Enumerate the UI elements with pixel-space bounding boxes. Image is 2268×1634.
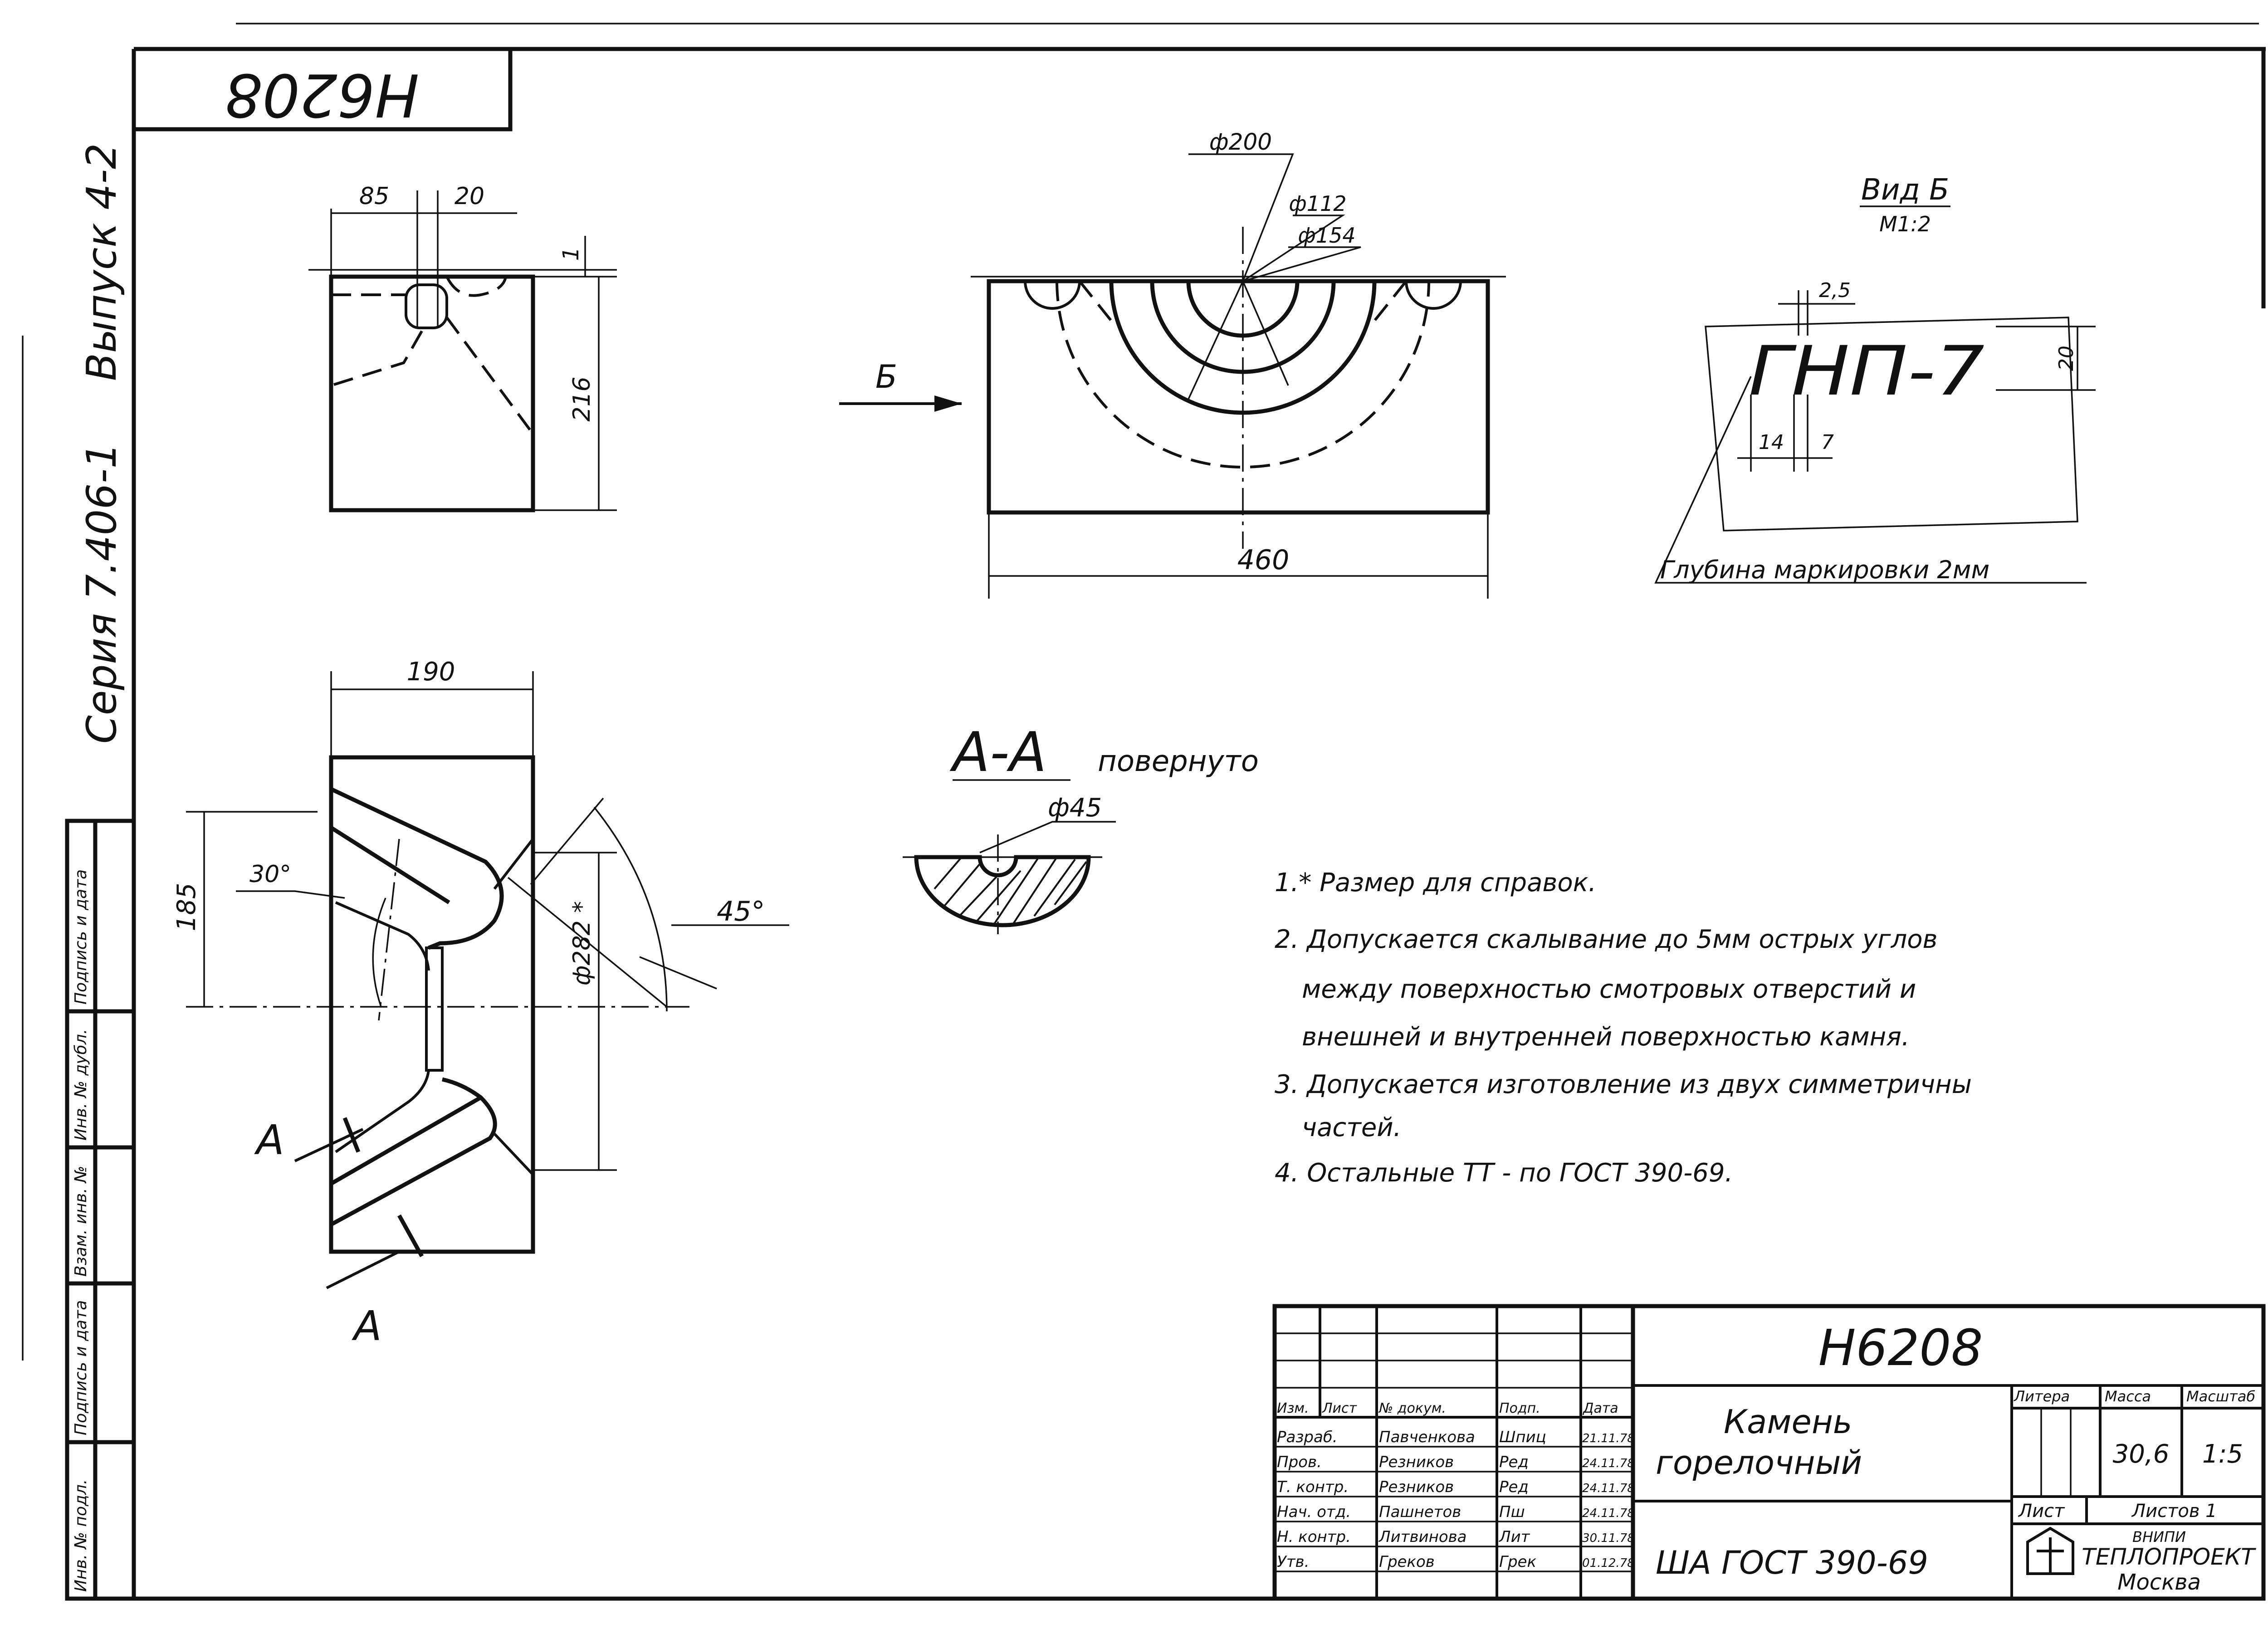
row-sign: Шпиц [1499, 1428, 1546, 1446]
row-sign: Грек [1499, 1553, 1536, 1571]
col-sign: Подп. [1499, 1400, 1540, 1416]
row-sign: Пш [1499, 1503, 1525, 1521]
col-date: Дата [1582, 1400, 1618, 1416]
dim-185: 185 [172, 883, 201, 932]
stamp-cell-1: Инв. № подл. [72, 1479, 90, 1592]
stamp-cell-5: Подпись и дата [72, 869, 90, 1005]
row-date: 24.11.78 [1582, 1482, 1635, 1495]
note-3b: частей. [1302, 1113, 1401, 1142]
row-sign: Лит [1498, 1528, 1530, 1546]
note-2b: между поверхностью смотровых отверстий и [1302, 975, 1916, 1004]
header-scale: Масштаб [2186, 1388, 2255, 1405]
dim-phi200: ф200 [1209, 129, 1272, 155]
row-name: Резников [1379, 1453, 1454, 1471]
dim-phi112: ф112 [1289, 191, 1346, 216]
side-view: 85 20 1 216 [308, 183, 617, 512]
title-block: Н6208 Камень горелочный ША ГОСТ 390-69 Л… [1272, 1304, 2266, 1601]
row-sign: Ред [1499, 1453, 1529, 1471]
note-2c: внешней и внутренней поверхностью камня. [1302, 1022, 1910, 1052]
row-date: 24.11.78 [1582, 1457, 1635, 1470]
row-name: Резников [1379, 1478, 1454, 1496]
col-list: Лист [1322, 1400, 1358, 1416]
note-2: 2. Допускается скалывание до 5мм острых … [1275, 925, 1938, 954]
sheets-label: Листов 1 [2131, 1501, 2217, 1522]
row-name: Павченкова [1379, 1428, 1475, 1446]
notes: 1.* Размер для справок. 2. Допускается с… [1275, 868, 1972, 1188]
dim-216: 216 [568, 376, 596, 421]
marking-view-title: Вид Б [1861, 173, 1949, 207]
section-mark-a-top: А [254, 1117, 284, 1164]
header-literal: Литера [2014, 1388, 2070, 1405]
note-4: 4. Остальные ТТ - по ГОСТ 390-69. [1275, 1158, 1733, 1188]
row-date: 24.11.78 [1582, 1507, 1635, 1520]
org-logo [2026, 1527, 2074, 1575]
angle-30: 30° [249, 861, 291, 888]
note-1: 1.* Размер для справок. [1275, 868, 1596, 897]
section-subtitle: повернуто [1098, 745, 1259, 778]
row-date: 30.11.78 [1582, 1532, 1635, 1545]
drawing-number-box: Н6208 [134, 49, 513, 132]
dim-phi154: ф154 [1298, 223, 1355, 248]
section-title: А-А [949, 721, 1046, 784]
sheet-label: Лист [2018, 1501, 2065, 1522]
plan-view: 190 185 ф282 * 30° 45° А А [172, 657, 789, 1350]
row-date: 21.11.78 [1582, 1432, 1635, 1445]
row-sign: Ред [1499, 1478, 1529, 1496]
product-name-line1: Камень [1724, 1403, 1852, 1441]
dim-phi45: ф45 [1048, 793, 1102, 823]
col-doc: № докум. [1378, 1400, 1446, 1416]
row-role: Т. контр. [1277, 1478, 1349, 1496]
row-role: Разраб. [1277, 1428, 1338, 1446]
dim-14: 14 [1759, 431, 1784, 454]
product-name-line2: горелочный [1656, 1444, 1862, 1482]
dim-1: 1 [558, 247, 584, 261]
row-role: Нач. отд. [1277, 1503, 1351, 1521]
title-block-number: Н6208 [1818, 1319, 1983, 1377]
dim-20-height: 20 [2055, 346, 2078, 371]
section-mark-a-bottom: А [352, 1302, 382, 1350]
mass-value: 30,6 [2113, 1439, 2170, 1469]
row-role: Н. контр. [1277, 1528, 1351, 1546]
dim-2-5: 2,5 [1819, 279, 1851, 302]
stamp-cell-4: Инв. № дубл. [72, 1029, 90, 1141]
dim-7: 7 [1821, 431, 1834, 454]
standard-ref: ША ГОСТ 390-69 [1656, 1544, 1928, 1581]
angle-45: 45° [717, 896, 765, 927]
row-name: Пашнетов [1379, 1503, 1461, 1521]
section-a-a: А-А повернуто ф45 [903, 721, 1259, 934]
org-top: ВНИПИ [2132, 1528, 2186, 1546]
marking-depth-note: Глубина маркировки 2мм [1660, 556, 1989, 584]
dim-460: 460 [1237, 544, 1290, 576]
note-3: 3. Допускается изготовление из двух симм… [1275, 1070, 1972, 1099]
header-mass: Масса [2105, 1388, 2151, 1405]
row-name: Греков [1379, 1553, 1435, 1571]
row-name: Литвинова [1378, 1528, 1467, 1546]
issue-label: Выпуск 4-2 [78, 143, 126, 381]
dim-20: 20 [455, 183, 484, 210]
marking-text: ГНП-7 [1749, 332, 1984, 411]
side-labels: Серия 7.406-1 Выпуск 4-2 [78, 143, 126, 744]
stamp-cell-3: Взам. инв. № [72, 1166, 90, 1277]
front-view: ф200 ф112 ф154 460 Б [839, 129, 1506, 599]
row-role: Утв. [1277, 1553, 1309, 1571]
left-stamp-column: Инв. № подл. Подпись и дата Взам. инв. №… [65, 819, 136, 1601]
stamp-cell-2: Подпись и дата [72, 1300, 90, 1435]
marking-view: Вид Б М1:2 ГНП-7 2,5 20 14 7 Глубина мар… [1654, 173, 2096, 584]
marking-view-scale: М1:2 [1879, 212, 1931, 236]
org-city: Москва [2117, 1570, 2201, 1595]
row-role: Пров. [1277, 1453, 1322, 1471]
dim-phi282: ф282 * [568, 901, 596, 985]
org-name: ТЕПЛОПРОЕКТ [2082, 1544, 2256, 1570]
series-label: Серия 7.406-1 [78, 443, 126, 744]
drawing-number-rotated: Н6208 [225, 60, 420, 129]
view-arrow-label: Б [875, 358, 897, 395]
row-date: 01.12.78 [1582, 1556, 1635, 1570]
scale-value: 1:5 [2202, 1439, 2243, 1469]
col-izm: Изм. [1277, 1400, 1309, 1416]
dim-190: 190 [407, 657, 455, 687]
dim-85: 85 [359, 183, 389, 210]
